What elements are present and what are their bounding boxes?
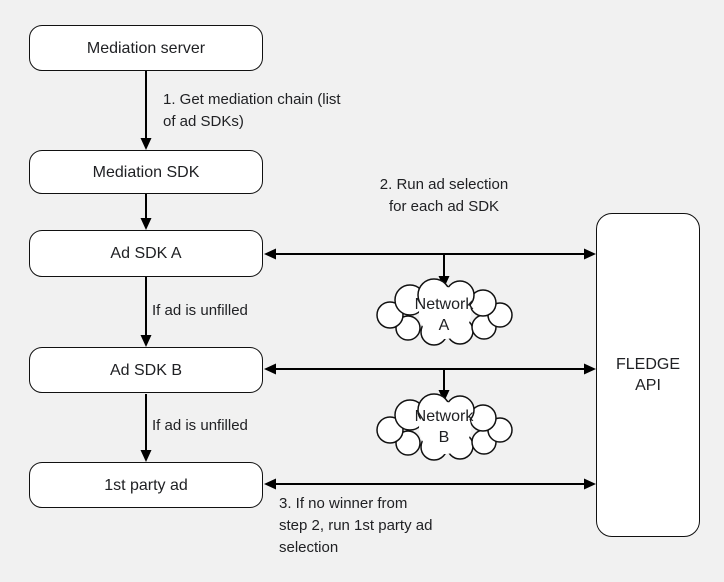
arrow-ad-sdk-a-fledge [264,248,596,260]
arrow-ad-sdk-a-to-ad-sdk-b [140,277,152,347]
node-label: Mediation SDK [92,163,200,181]
node-mediation-server: Mediation server [29,25,263,71]
node-label: FLEDGE API [615,356,680,394]
arrow-mediation-sdk-to-ad-sdk-a [140,194,152,230]
node-label: 1st party ad [104,476,188,494]
annotation-unfilled-a: If ad is unfilled [152,302,248,319]
arrow-ad-sdk-b-to-first-party-ad [140,394,152,462]
annotation-step1: 1. Get mediation chain (list of ad SDKs) [163,91,341,130]
node-label: Ad SDK B [109,361,183,379]
network-a-cloud [376,278,513,346]
arrow-branch-to-network-b [438,369,450,402]
annotation-step3: 3. If no winner from step 2, run 1st par… [279,495,433,556]
node-first-party-ad: 1st party ad [29,462,263,508]
network-b-label: Network B [414,408,474,446]
arrow-mediation-server-to-mediation-sdk [140,71,152,150]
node-label: Mediation server [86,39,206,57]
node-fledge-api: FLEDGE API [596,213,700,537]
network-b-cloud [376,393,513,461]
arrow-ad-sdk-b-fledge [264,363,596,375]
network-a-label: Network A [414,296,474,334]
annotation-unfilled-b: If ad is unfilled [152,417,248,434]
node-ad-sdk-a: Ad SDK A [29,230,263,277]
node-label: Ad SDK A [110,245,182,262]
arrow-first-party-ad-fledge [264,478,596,490]
node-ad-sdk-b: Ad SDK B [29,347,263,393]
node-mediation-sdk: Mediation SDK [29,150,263,194]
annotation-step2: 2. Run ad selection for each ad SDK [379,176,509,215]
